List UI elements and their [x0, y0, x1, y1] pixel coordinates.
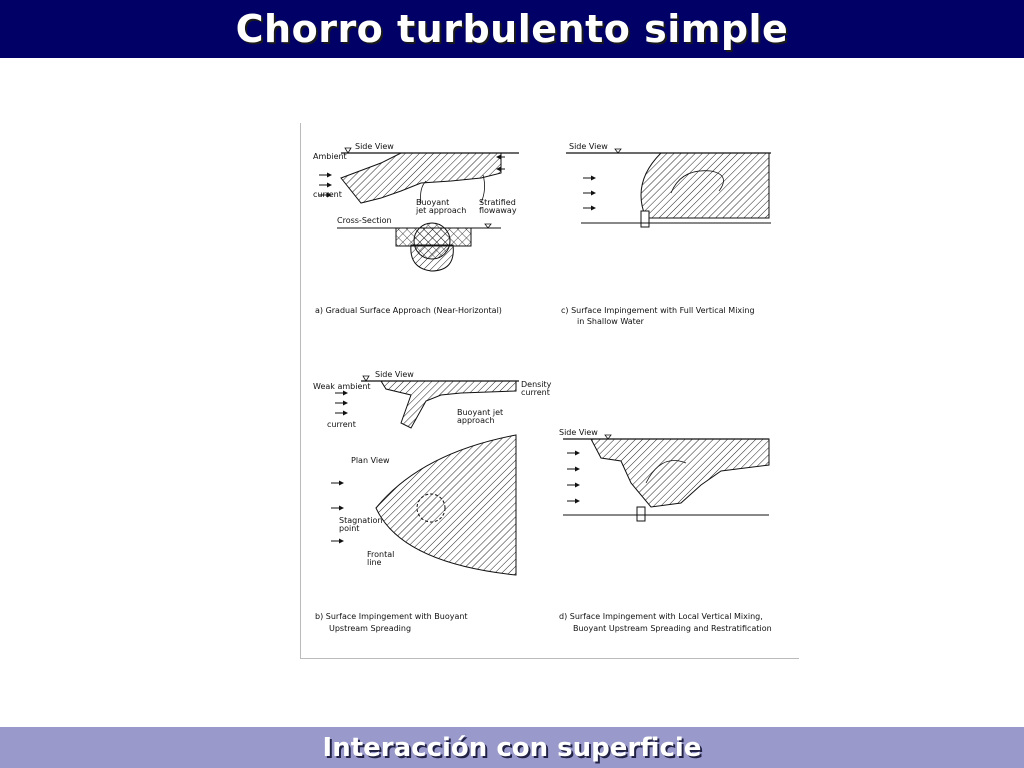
- caption-b-line2: Upstream Spreading: [329, 624, 411, 633]
- footer-bar: Interacción con superficie: [0, 727, 1024, 768]
- density-current-hatch: [380, 380, 517, 429]
- eddy-curve: [670, 170, 724, 194]
- label-density: Density: [521, 380, 552, 389]
- label-point: point: [339, 524, 359, 533]
- label-current: current: [313, 190, 342, 199]
- caption-d-line2: Buoyant Upstream Spreading and Restratif…: [573, 624, 772, 633]
- label-buoyant: Buoyant: [416, 198, 449, 207]
- panel-d: Side View d) Surface Impingement with Lo…: [559, 428, 772, 633]
- caption-b-line1: b) Surface Impingement with Buoyant: [315, 612, 468, 621]
- label-side-view-b: Side View: [375, 370, 414, 379]
- surface-marker-icon: [344, 147, 352, 154]
- label-stagnation: Stagnation: [339, 516, 383, 525]
- jet-surface-interaction-figure: Side View Ambient current Buoyant jet ap…: [300, 123, 799, 659]
- label-side-view-a: Side View: [355, 142, 394, 151]
- figure-svg: Side View Ambient current Buoyant jet ap…: [313, 142, 772, 633]
- surface-marker-icon: [614, 148, 622, 154]
- outfall-pipe: [640, 210, 650, 228]
- caption-a: a) Gradual Surface Approach (Near-Horizo…: [315, 306, 502, 315]
- label-frontal: Frontal: [367, 550, 394, 559]
- cross-section-core: [413, 222, 451, 260]
- label-jet-approach: jet approach: [415, 206, 466, 215]
- label-stratified: Stratified: [479, 198, 516, 207]
- mixing-zone-hatch: [590, 438, 770, 508]
- label-flowaway: flowaway: [479, 206, 517, 215]
- label-line: line: [367, 558, 382, 567]
- panel-a: Side View Ambient current Buoyant jet ap…: [313, 142, 519, 315]
- plan-view-plume: [375, 434, 517, 576]
- caption-c-line2: in Shallow Water: [577, 317, 645, 326]
- label-cross-section: Cross-Section: [337, 216, 392, 225]
- eddy-curve: [645, 460, 687, 484]
- caption-d-line1: d) Surface Impingement with Local Vertic…: [559, 612, 763, 621]
- label-side-view-c: Side View: [569, 142, 608, 151]
- jet-plume-hatch: [340, 152, 502, 204]
- slide-subtitle: Interacción con superficie: [322, 732, 702, 763]
- label-weak-ambient: Weak ambient: [313, 382, 371, 391]
- slide-title: Chorro turbulento simple: [235, 7, 789, 51]
- leader-line: [420, 180, 427, 204]
- surface-marker-icon: [484, 223, 492, 229]
- mixed-plume-hatch: [640, 152, 770, 219]
- outfall-pipe: [636, 506, 646, 522]
- title-bar: Chorro turbulento simple: [0, 0, 1024, 58]
- label-density-current: current: [521, 388, 550, 397]
- label-current-b: current: [327, 420, 356, 429]
- label-plan-view: Plan View: [351, 456, 390, 465]
- label-side-view-d: Side View: [559, 428, 598, 437]
- surface-marker-icon: [362, 375, 370, 382]
- spreading-pattern: [416, 493, 446, 523]
- label-approach: approach: [457, 416, 494, 425]
- panel-b: Side View Weak ambient current Density c…: [313, 370, 552, 633]
- leader-line: [480, 174, 485, 204]
- label-ambient: Ambient: [313, 152, 347, 161]
- surface-marker-icon: [604, 434, 612, 440]
- caption-c-line1: c) Surface Impingement with Full Vertica…: [561, 306, 755, 315]
- label-buoyant-jet: Buoyant jet: [457, 408, 503, 417]
- panel-c: Side View c) Surface Impingement with Fu…: [561, 142, 771, 326]
